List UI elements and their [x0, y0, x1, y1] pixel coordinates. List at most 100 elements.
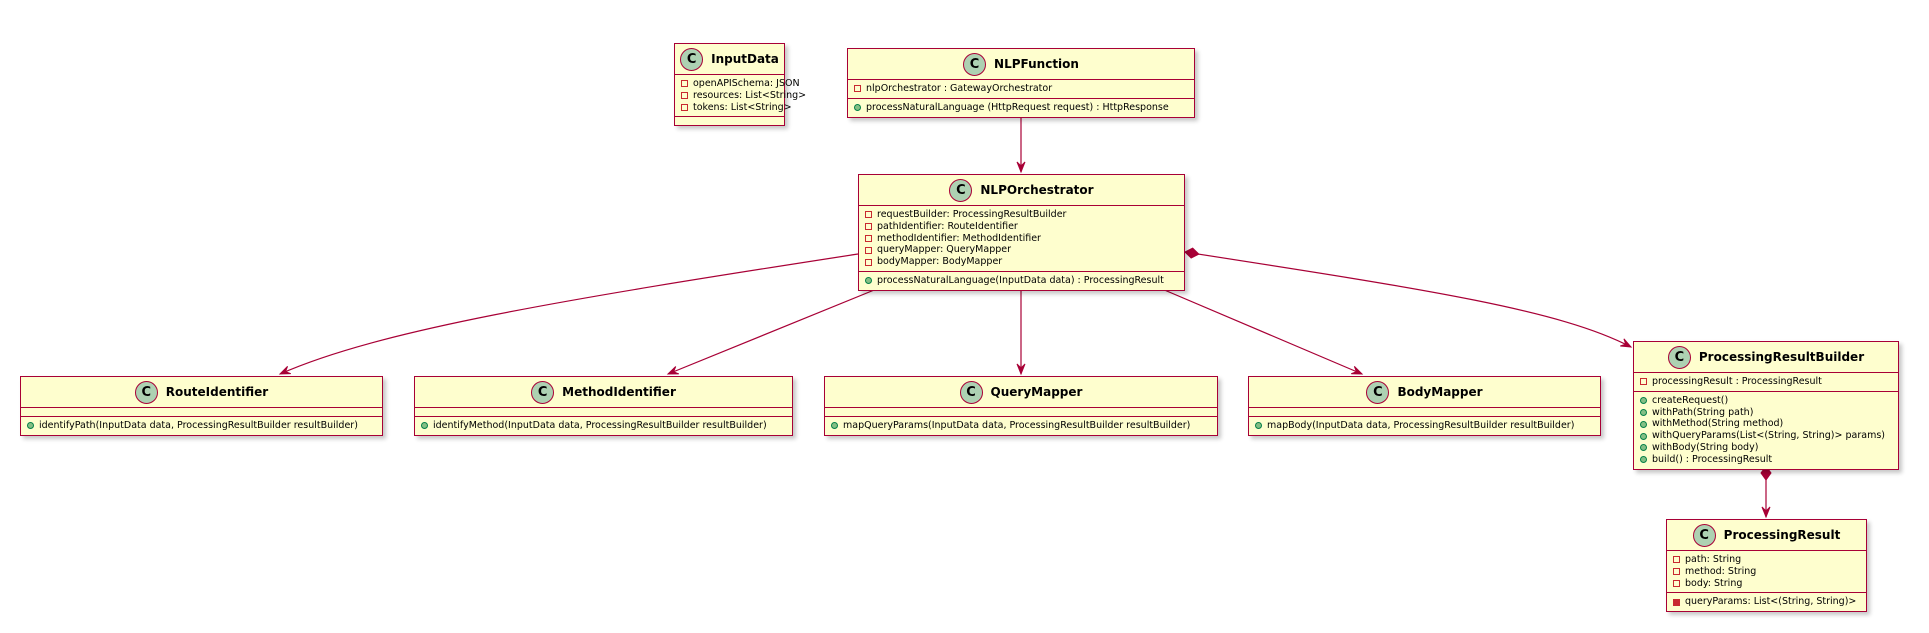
class-methods-section: identifyMethod(InputData data, Processin… — [415, 416, 792, 435]
visibility-private-icon — [865, 258, 872, 266]
class-nlp-function: C NLPFunction nlpOrchestrator : GatewayOrc… — [847, 48, 1195, 118]
visibility-private-icon — [681, 80, 688, 88]
field: pathIdentifier: RouteIdentifier — [865, 221, 1178, 233]
class-methods-section: queryParams: List<(String, String)> — [1667, 592, 1866, 611]
composition-diamond — [1184, 247, 1200, 259]
class-methods-section — [675, 116, 784, 125]
arrow-head — [1761, 506, 1771, 519]
class-fields-section — [1249, 407, 1600, 416]
class-name: MethodIdentifier — [562, 385, 676, 399]
method-text: withMethod(String method) — [1652, 418, 1784, 430]
visibility-private-icon — [865, 223, 872, 231]
visibility-private-icon — [854, 85, 861, 93]
method-text: processNaturalLanguage (HttpRequest requ… — [866, 101, 1169, 113]
visibility-public-icon — [1640, 408, 1647, 416]
method: identifyMethod(InputData data, Processin… — [421, 420, 786, 432]
field-text: pathIdentifier: RouteIdentifier — [877, 220, 1018, 232]
method: mapQueryParams(InputData data, Processin… — [831, 420, 1211, 432]
visibility-public-icon — [854, 104, 861, 112]
class-processing-result-builder: C ProcessingResultBuilder processingResult… — [1633, 341, 1899, 470]
method-text: mapQueryParams(InputData data, Processin… — [843, 420, 1191, 431]
visibility-public-icon — [1640, 456, 1647, 464]
method-text: createRequest() — [1652, 394, 1729, 406]
visibility-public-icon — [865, 277, 872, 285]
class-icon: C — [949, 178, 973, 202]
method: build() : ProcessingResult — [1640, 454, 1892, 466]
class-icon: C — [1692, 523, 1716, 547]
arrow-head — [666, 366, 679, 375]
class-fields-section — [415, 407, 792, 416]
field: bodyMapper: BodyMapper — [865, 256, 1178, 268]
method-text: processNaturalLanguage(InputData data) :… — [877, 274, 1164, 286]
class-methods-section: processNaturalLanguage (HttpRequest requ… — [848, 97, 1194, 117]
visibility-private-icon — [1673, 568, 1680, 576]
field-text: queryMapper: QueryMapper — [877, 244, 1012, 256]
field: processingResult : ProcessingResult — [1640, 376, 1892, 388]
visibility-public-icon — [1640, 397, 1647, 405]
class-methods-section: processNaturalLanguage(InputData data) :… — [859, 270, 1184, 290]
visibility-private-icon — [1640, 378, 1647, 386]
class-methods-section: createRequest()withPath(String path)with… — [1634, 390, 1898, 469]
visibility-public-icon — [1640, 432, 1647, 440]
visibility-public-icon — [27, 422, 34, 430]
method: identifyPath(InputData data, ProcessingR… — [27, 420, 376, 432]
class-header: C ProcessingResult — [1667, 520, 1866, 550]
visibility-public-icon — [1640, 444, 1647, 452]
class-methods-section: mapBody(InputData data, ProcessingResult… — [1249, 416, 1600, 435]
class-nlp-orchestrator: C NLPOrchestrator requestBuilder: Processi… — [858, 174, 1185, 291]
class-icon: C — [134, 380, 158, 404]
class-name: ProcessingResult — [1723, 528, 1841, 542]
field: nlpOrchestrator : GatewayOrchestrator — [854, 83, 1188, 95]
field: path: String — [1673, 554, 1860, 566]
class-icon: C — [680, 47, 704, 71]
visibility-private-icon — [1673, 556, 1680, 564]
field-text: method: String — [1685, 565, 1757, 577]
field: openAPISchema: JSON — [681, 78, 800, 90]
visibility-private-icon — [865, 246, 872, 254]
class-icon: C — [1366, 380, 1390, 404]
method-text: withBody(String body) — [1652, 441, 1759, 453]
method: queryParams: List<(String, String)> — [1673, 596, 1860, 608]
field-text: bodyMapper: BodyMapper — [877, 256, 1003, 268]
field: tokens: List<String> — [681, 102, 792, 114]
arrow-head — [1016, 363, 1026, 376]
visibility-public-icon — [421, 422, 428, 430]
field-text: nlpOrchestrator : GatewayOrchestrator — [866, 83, 1053, 94]
method-text: identifyMethod(InputData data, Processin… — [433, 420, 767, 431]
method-text: withPath(String path) — [1652, 406, 1754, 418]
class-fields-section — [21, 407, 382, 416]
method-text: identifyPath(InputData data, ProcessingR… — [39, 420, 358, 431]
relation-nlp-orchestrator-to-body-mapper — [1154, 285, 1363, 375]
class-name: NLPOrchestrator — [980, 183, 1094, 197]
arrow-head — [278, 365, 291, 375]
visibility-public-icon — [1640, 420, 1647, 428]
field: methodIdentifier: MethodIdentifier — [865, 233, 1178, 245]
class-header: C NLPFunction — [848, 49, 1194, 79]
method: withMethod(String method) — [1640, 418, 1892, 430]
class-name: QueryMapper — [990, 385, 1083, 399]
method: withBody(String body) — [1640, 442, 1892, 454]
class-icon: C — [1667, 345, 1691, 369]
field: method: String — [1673, 566, 1860, 578]
method: processNaturalLanguage (HttpRequest requ… — [854, 102, 1188, 114]
class-name: ProcessingResultBuilder — [1698, 350, 1865, 364]
class-name: NLPFunction — [994, 57, 1079, 71]
method-text: mapBody(InputData data, ProcessingResult… — [1267, 420, 1575, 431]
class-icon: C — [963, 52, 987, 76]
class-header: C ProcessingResultBuilder — [1634, 342, 1898, 372]
method-text: queryParams: List<(String, String)> — [1685, 596, 1857, 608]
method: withPath(String path) — [1640, 407, 1892, 419]
field-text: body: String — [1685, 577, 1743, 589]
method-text: withQueryParams(List<(String, String)> p… — [1652, 430, 1885, 442]
visibility-private-icon — [865, 211, 872, 219]
field: requestBuilder: ProcessingResultBuilder — [865, 209, 1178, 221]
